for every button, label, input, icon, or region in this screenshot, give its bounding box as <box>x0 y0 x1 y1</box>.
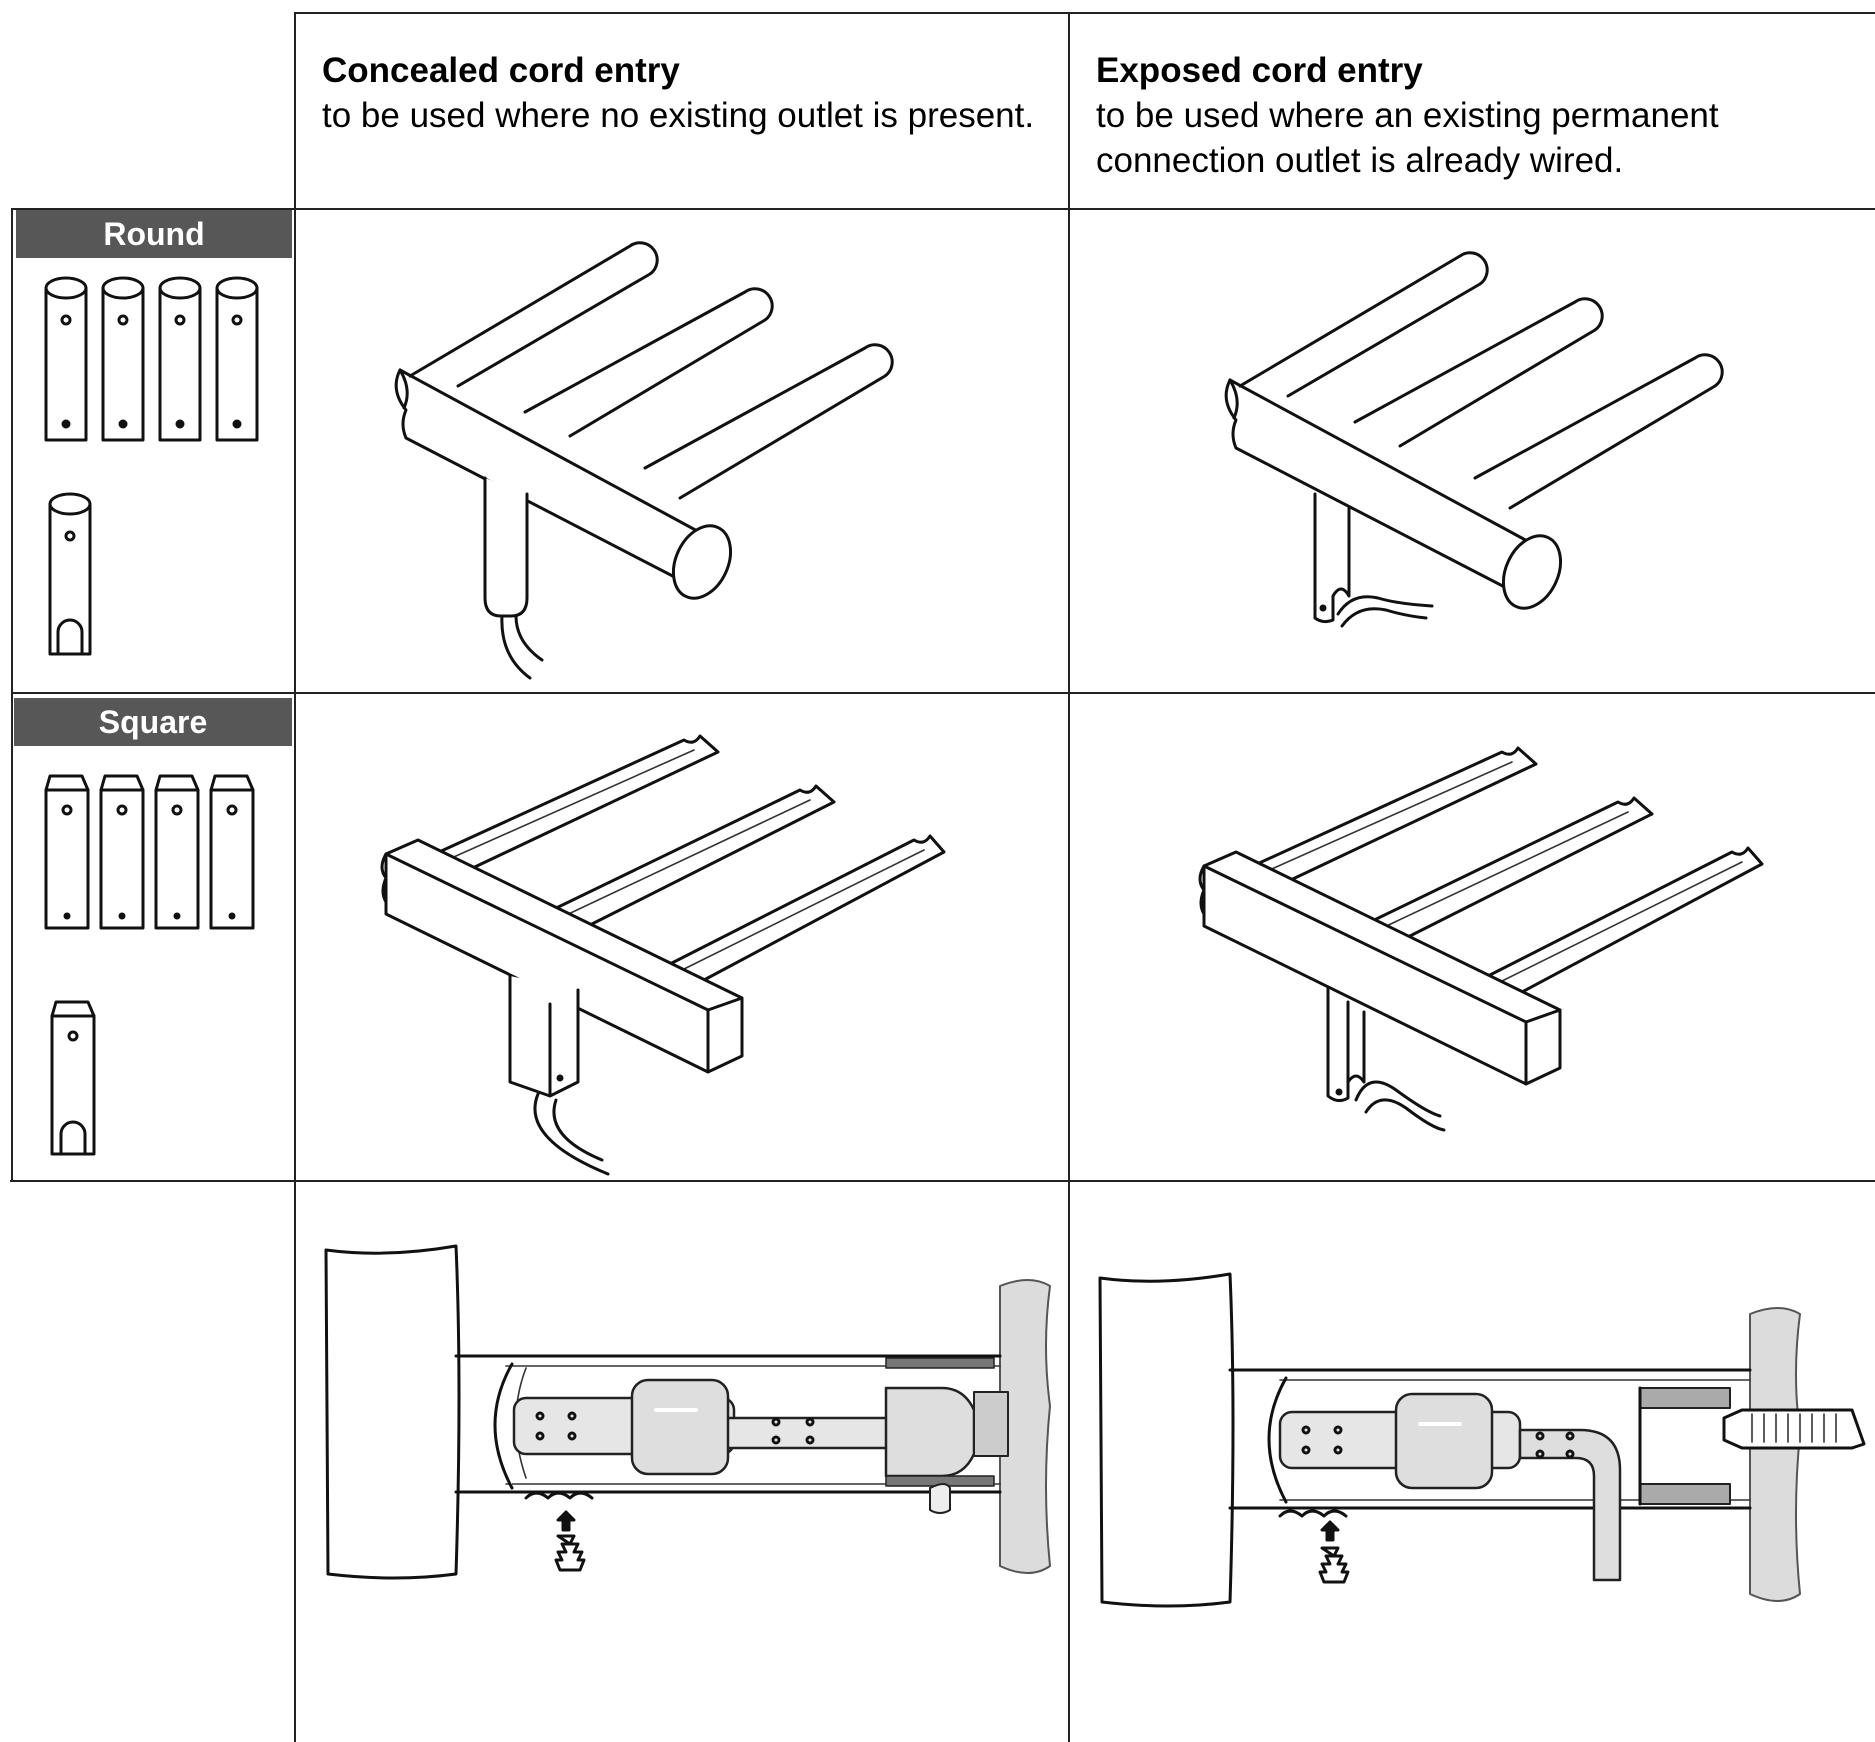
round-row-bottom-border <box>12 692 1875 694</box>
round-bracket <box>44 276 88 442</box>
row-label-round: Round <box>16 210 292 258</box>
square-rail-exposed-cord <box>1198 746 1764 1132</box>
concealed-column-heading: Concealed cord entry to be used where no… <box>322 48 1052 138</box>
square-row-bottom-border <box>10 1180 1875 1182</box>
header-bottom-border <box>12 208 1875 210</box>
round-rail-concealed-cord <box>394 241 894 680</box>
column-divider <box>1068 12 1070 1742</box>
row-label-square: Square <box>14 698 292 746</box>
exposed-column-description: to be used where an existing permanent c… <box>1096 96 1719 180</box>
square-bracket-icon <box>44 774 255 1156</box>
exposed-column-heading: Exposed cord entry to be used where an e… <box>1096 48 1836 183</box>
round-bracket-icon <box>44 276 259 656</box>
exposed-entry-cross-section <box>1098 1272 1866 1608</box>
concealed-column-title: Concealed cord entry <box>322 51 680 90</box>
left-outer-border <box>11 208 13 1180</box>
round-rail-exposed-cord <box>1224 251 1724 628</box>
exposed-column-title: Exposed cord entry <box>1096 51 1423 90</box>
table-top-border <box>294 12 1875 14</box>
label-column-divider <box>294 12 296 1742</box>
concealed-entry-cross-section <box>324 1244 1051 1580</box>
concealed-column-description: to be used where no existing outlet is p… <box>322 96 1035 135</box>
square-rail-concealed-cord <box>380 734 946 1176</box>
